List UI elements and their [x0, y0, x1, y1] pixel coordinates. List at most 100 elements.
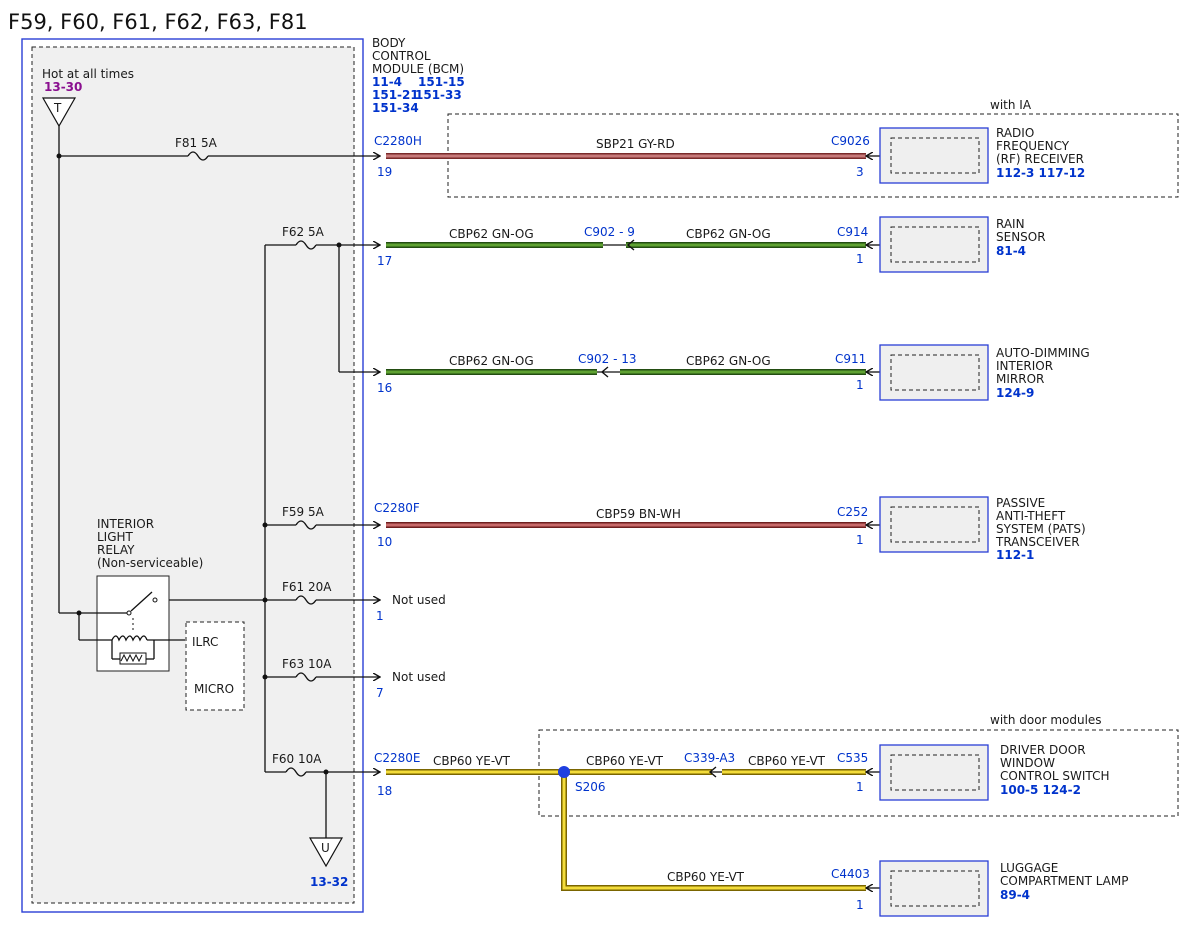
fuse-f62-label: F62 5A: [282, 225, 325, 239]
pin-number: 1: [376, 609, 384, 623]
splice-s206-dot: [558, 766, 570, 778]
bcm-name-line-2: CONTROL: [372, 49, 431, 63]
relay-contact-icon: [152, 597, 158, 603]
wire-label: CBP62 GN-OG: [449, 354, 534, 368]
device-label-line: PASSIVE: [996, 496, 1045, 510]
device-label-line: LUGGAGE: [1000, 861, 1058, 875]
junction-dot: [262, 674, 268, 680]
resistor-zigzag-icon: [120, 653, 143, 663]
inline-connector-label: C339-A3: [684, 751, 735, 765]
relay-contact-icon: [126, 610, 132, 616]
connector-u-letter: U: [321, 841, 330, 855]
fuse-icon: [187, 151, 209, 161]
pin-number: 16: [377, 381, 392, 395]
pin-number: 17: [377, 254, 392, 268]
bcm-ref-link[interactable]: 151-21: [372, 88, 419, 102]
bcm-ref-link[interactable]: 151-33: [415, 88, 462, 102]
device-ref-link[interactable]: 124-9: [996, 386, 1034, 400]
device-ref-link[interactable]: 81-4: [996, 244, 1026, 258]
device-label-line: TRANSCEIVER: [995, 535, 1080, 549]
micro-box: [185, 621, 245, 711]
device-label-line: SYSTEM (PATS): [996, 522, 1086, 536]
bcm-ref-link[interactable]: 151-34: [372, 101, 419, 115]
option-with-door-modules-label: with door modules: [990, 713, 1102, 727]
pin-number: 1: [856, 533, 864, 547]
bcm-name-line-3: MODULE (BCM): [372, 62, 464, 76]
device-door-switch-box: [879, 744, 989, 801]
device-label-line: AUTO-DIMMING: [996, 346, 1090, 360]
device-rain-sensor-box: [879, 216, 989, 273]
pin-number: 1: [856, 378, 864, 392]
option-with-ia-label: with IA: [990, 98, 1032, 112]
bcm-ref-link[interactable]: 151-15: [418, 75, 465, 89]
device-label-line: DRIVER DOOR: [1000, 743, 1086, 757]
micro-label: MICRO: [194, 682, 234, 696]
pin-number: 3: [856, 165, 864, 179]
wire-label: CBP62 GN-OG: [686, 354, 771, 368]
wire-label: CBP60 YE-VT: [586, 754, 664, 768]
fuse-icon: [295, 595, 317, 605]
inline-connector-icon: [708, 766, 717, 778]
device-pats-box: [879, 496, 989, 553]
relay-label-line: INTERIOR: [97, 517, 154, 531]
pin-number: 10: [377, 535, 392, 549]
pin-number: 7: [376, 686, 384, 700]
device-label-line: RAIN: [996, 217, 1025, 231]
device-inner-box: [890, 754, 980, 791]
device-inner-box: [890, 870, 980, 907]
junction-dot: [262, 522, 268, 528]
ground-ref-link[interactable]: 13-32: [310, 875, 348, 889]
device-label-line: INTERIOR: [996, 359, 1053, 373]
device-inner-box: [890, 226, 980, 263]
junction-dot: [262, 597, 268, 603]
device-label-line: (RF) RECEIVER: [996, 152, 1084, 166]
device-ref-link[interactable]: 112-3 117-12: [996, 166, 1085, 180]
device-ref-link[interactable]: 89-4: [1000, 888, 1030, 902]
pin-number: 1: [856, 780, 864, 794]
hot-at-all-times-label: Hot at all times: [42, 67, 134, 81]
inline-connector-label: C902 - 13: [578, 352, 637, 366]
device-luggage-lamp-box: [879, 860, 989, 917]
wire-label: CBP62 GN-OG: [686, 227, 771, 241]
pin-number: 1: [856, 898, 864, 912]
pin-number: 18: [377, 784, 392, 798]
connector-label: C2280H: [374, 134, 422, 148]
junction-dot: [336, 242, 342, 248]
splice-label: S206: [575, 780, 606, 794]
inline-connector-icon: [600, 366, 609, 378]
device-label-line: ANTI-THEFT: [996, 509, 1066, 523]
connector-label: C2280E: [374, 751, 421, 765]
fuse-icon: [295, 672, 317, 682]
bcm-name-line-1: BODY: [372, 36, 406, 50]
connector-label: C2280F: [374, 501, 420, 515]
wire-label: CBP60 YE-VT: [748, 754, 826, 768]
fuse-f81-label: F81 5A: [175, 136, 218, 150]
hot-ref-link[interactable]: 13-30: [44, 80, 82, 94]
relay-switch-icon: [130, 591, 153, 612]
device-label-line: WINDOW: [1000, 756, 1055, 770]
device-ref-link[interactable]: 112-1: [996, 548, 1034, 562]
device-label-line: RADIO: [996, 126, 1034, 140]
device-label-line: MIRROR: [996, 372, 1044, 386]
fuse-f59-label: F59 5A: [282, 505, 325, 519]
fuse-icon: [285, 767, 307, 777]
fuse-icon: [295, 240, 317, 250]
junction-dot: [323, 769, 329, 775]
inline-connector-label: C902 - 9: [584, 225, 635, 239]
device-ref-link[interactable]: 100-5 124-2: [1000, 783, 1081, 797]
page-title: F59, F60, F61, F62, F63, F81: [8, 10, 308, 34]
junction-dot: [56, 153, 62, 159]
connector-t-letter: T: [53, 101, 62, 115]
wire-label: SBP21 GY-RD: [596, 137, 675, 151]
connector-label: C911: [835, 352, 866, 366]
connector-label: C252: [837, 505, 868, 519]
connector-label: C914: [837, 225, 868, 239]
bcm-ref-link[interactable]: 11-4: [372, 75, 402, 89]
not-used-label: Not used: [392, 670, 446, 684]
device-label-line: CONTROL SWITCH: [1000, 769, 1109, 783]
device-inner-box: [890, 354, 980, 391]
connector-u-triangle-icon: [308, 837, 344, 868]
connector-label: C4403: [831, 867, 870, 881]
wire-label: CBP59 BN-WH: [596, 507, 681, 521]
